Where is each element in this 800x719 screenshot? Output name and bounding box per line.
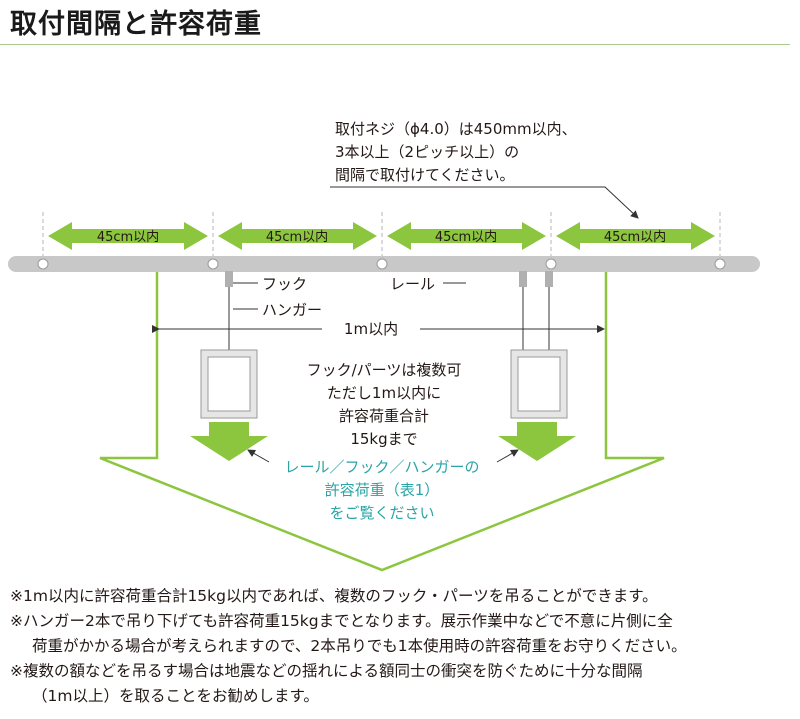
footnote-2-text: ※ハンガー2本で吊り下げても許容荷重15kgまでとなります。展示作業中などで不意… <box>10 612 673 630</box>
screw-note-leader <box>330 186 639 219</box>
footnote-1-text: ※1m以内に許容荷重合計15kg以内であれば、複数のフック・パーツを吊ることがで… <box>10 587 658 605</box>
hook-right-1 <box>519 271 527 287</box>
spacing-arrow-1 <box>48 222 208 250</box>
screw-note-line-1: 取付ネジ（ϕ4.0）は450mm以内、 <box>335 120 577 138</box>
load-arrow-right <box>498 422 576 461</box>
screw-guides <box>42 212 721 256</box>
rail-label: レール <box>390 275 435 293</box>
footnote-2: ※ハンガー2本で吊り下げても許容荷重15kgまでとなります。展示作業中などで不意… <box>10 609 796 659</box>
load-arrow-left <box>190 422 268 461</box>
load-note-pointer-left <box>247 449 270 463</box>
title-divider <box>0 44 790 45</box>
load-note-line-2: 許容荷重（表1） <box>325 481 440 499</box>
hook-label: フック <box>262 275 307 293</box>
load-outline-arrow <box>99 272 665 572</box>
footnote-3-continuation: （1m以上）を取ることをお勧めします。 <box>32 687 319 705</box>
spacing-label-2: 45cm以内 <box>266 229 328 245</box>
footnote-3: ※複数の額などを吊るす場合は地震などの揺れによる額同士の衝突を防ぐために十分な間… <box>10 659 796 709</box>
footnotes: ※1m以内に許容荷重合計15kg以内であれば、複数のフック・パーツを吊ることがで… <box>10 584 796 709</box>
spacing-label-4: 45cm以内 <box>604 229 666 245</box>
footnote-1: ※1m以内に許容荷重合計15kg以内であれば、複数のフック・パーツを吊ることがで… <box>10 584 796 609</box>
center-note-line-3: 許容荷重合計 <box>339 407 429 425</box>
frame-right-inner <box>517 356 561 412</box>
load-note-line-3: をご覧ください <box>329 504 434 522</box>
center-note-line-4: 15kgまで <box>350 430 417 448</box>
spacing-arrow-3 <box>387 222 546 250</box>
frame-left-inner <box>207 356 251 412</box>
center-note-line-1: フック/パーツは複数可 <box>307 361 462 379</box>
spacing-arrow-4 <box>556 222 715 250</box>
screw-heads <box>37 258 726 270</box>
hook-left <box>225 271 233 287</box>
span-label: 1m以内 <box>344 320 398 338</box>
screw-note-line-3: 間隔で取付けてください。 <box>335 166 515 184</box>
spacing-arrow-2 <box>218 222 377 250</box>
hanger-label: ハンガー <box>262 301 322 319</box>
spacing-label-1: 45cm以内 <box>97 229 159 245</box>
rail-diagram: 取付ネジ（ϕ4.0）は450mm以内、 3本以上（2ピッチ以上）の 間隔で取付け… <box>8 120 760 572</box>
page-title: 取付間隔と許容荷重 <box>10 9 262 40</box>
hook-right-2 <box>545 271 553 287</box>
load-note-line-1: レール／フック／ハンガーの <box>284 458 479 476</box>
footnote-3-text: ※複数の額などを吊るす場合は地震などの揺れによる額同士の衝突を防ぐために十分な間… <box>10 662 643 680</box>
screw-note-line-2: 3本以上（2ピッチ以上）の <box>335 143 519 161</box>
center-note-line-2: ただし1m以内に <box>327 384 441 402</box>
load-note-pointer-right <box>496 449 519 463</box>
footnote-2-continuation: 荷重がかかる場合が考えられますので、2本吊りでも1本使用時の許容荷重をお守りくだ… <box>32 637 687 655</box>
spacing-label-3: 45cm以内 <box>435 229 497 245</box>
